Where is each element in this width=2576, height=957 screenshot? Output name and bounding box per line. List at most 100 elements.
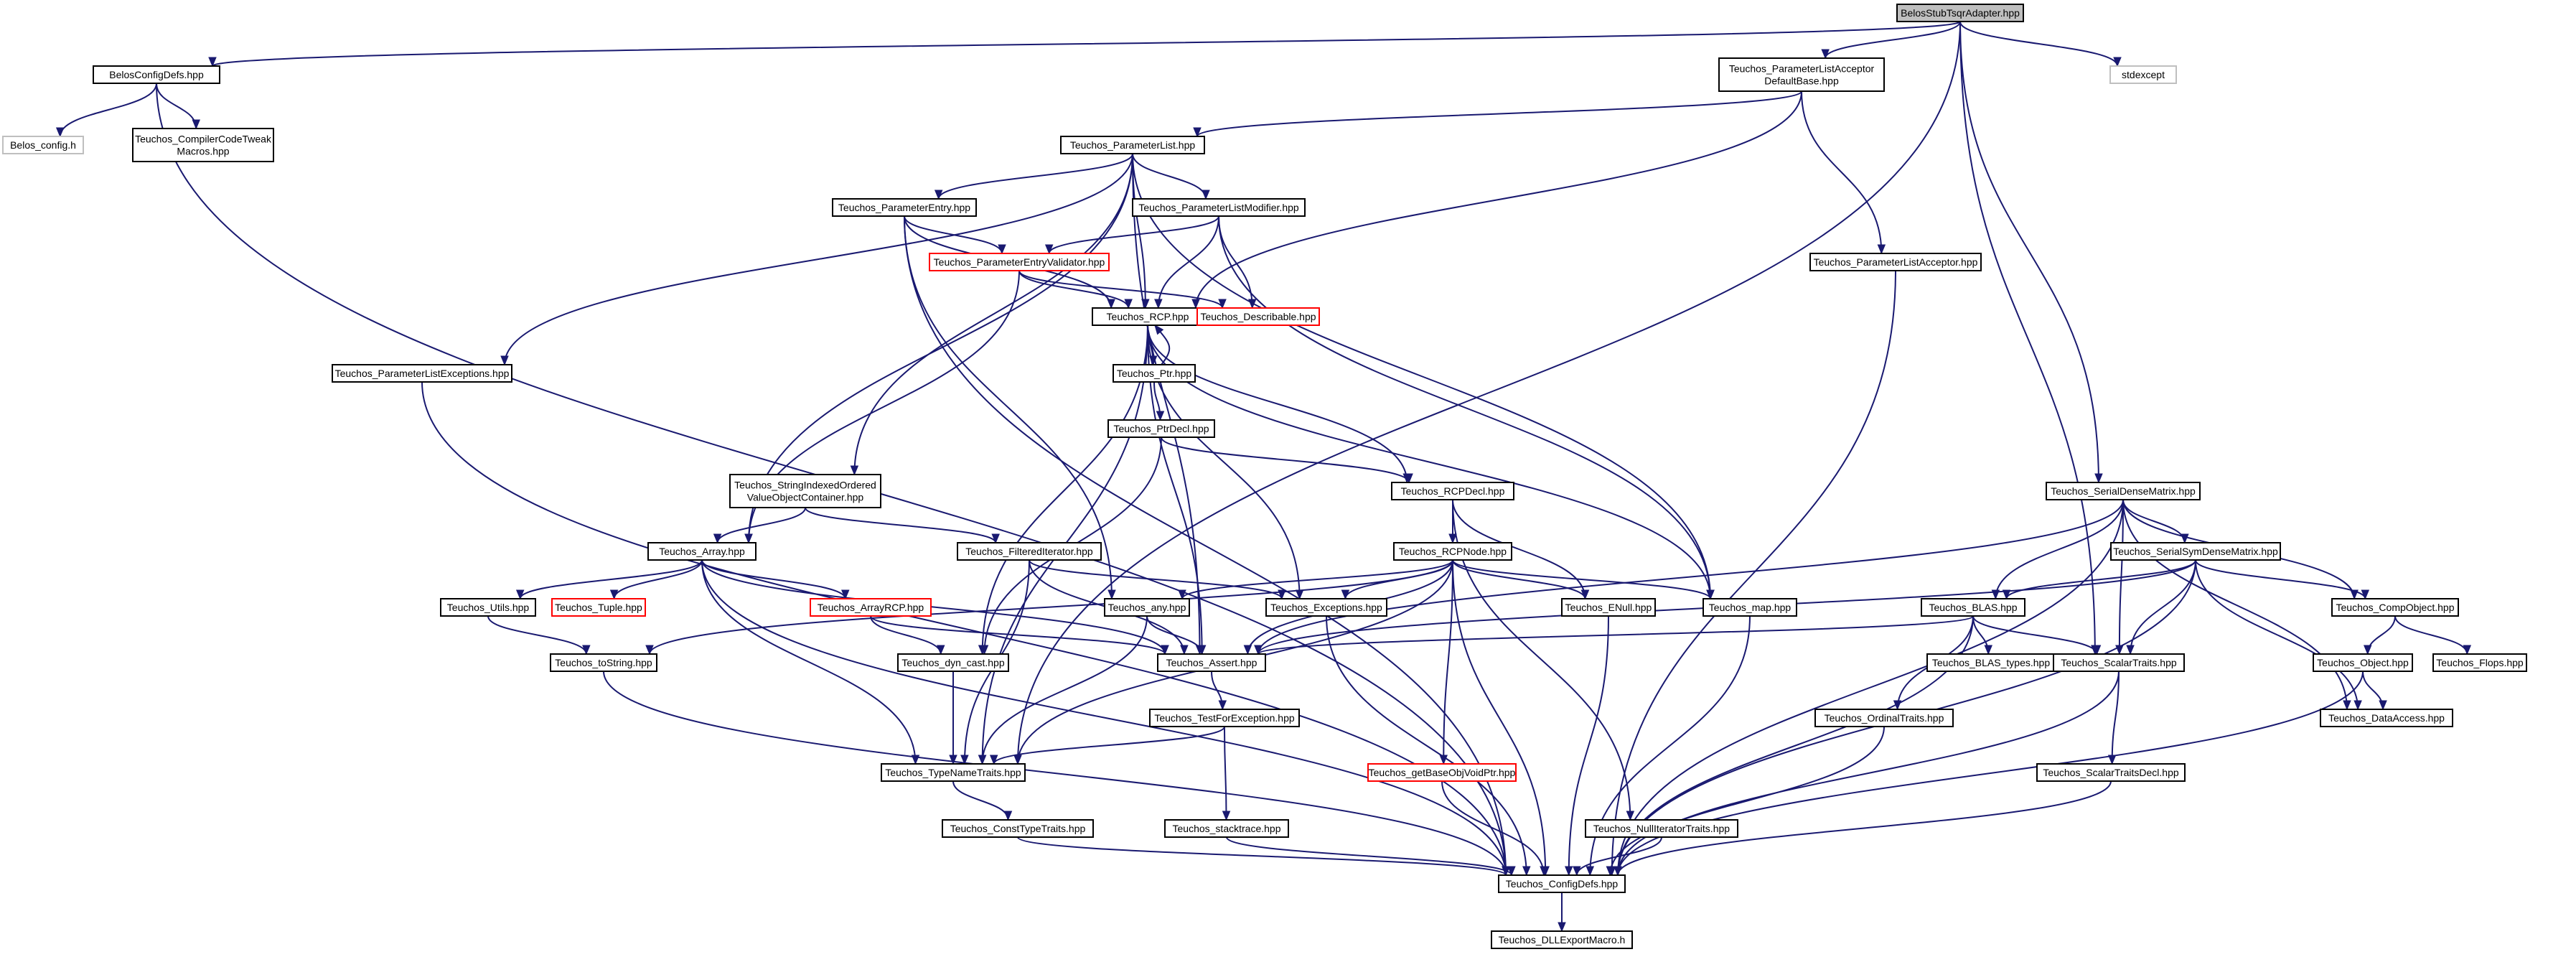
node-blasTypes[interactable]: Teuchos_BLAS_types.hpp bbox=[1926, 653, 2056, 672]
arrowhead bbox=[991, 533, 1000, 544]
node-root[interactable]: BelosStubTsqrAdapter.hpp bbox=[1896, 4, 2024, 22]
node-stringIndexed[interactable]: Teuchos_StringIndexedOrderedValueObjectC… bbox=[729, 474, 881, 508]
arrowhead bbox=[1507, 866, 1516, 877]
arrowhead bbox=[989, 755, 998, 765]
node-belosConfigDefs[interactable]: BelosConfigDefs.hpp bbox=[93, 65, 220, 84]
arrowhead bbox=[2379, 700, 2387, 711]
node-getBaseObjVoidPtr[interactable]: Teuchos_getBaseObjVoidPtr.hpp bbox=[1367, 763, 1517, 782]
node-compObject[interactable]: Teuchos_CompObject.hpp bbox=[2331, 598, 2459, 617]
node-ordinalTraits[interactable]: Teuchos_OrdinalTraits.hpp bbox=[1814, 709, 1954, 727]
node-plModifier[interactable]: Teuchos_ParameterListModifier.hpp bbox=[1132, 198, 1306, 217]
node-rcpNode[interactable]: Teuchos_RCPNode.hpp bbox=[1393, 542, 1512, 561]
edge-plModifier-to-peValidator bbox=[1044, 215, 1219, 255]
edge-dynCast-to-typeNameTraits bbox=[949, 671, 957, 765]
node-label: Teuchos_Flops.hpp bbox=[2436, 657, 2524, 668]
node-box bbox=[2110, 542, 2281, 561]
node-box bbox=[2036, 763, 2186, 782]
node-flops[interactable]: Teuchos_Flops.hpp bbox=[2432, 653, 2527, 672]
arrowhead bbox=[609, 589, 619, 600]
edge-serialDenseMatrix-to-configDefs bbox=[1613, 499, 2124, 877]
node-scalarTraits[interactable]: Teuchos_ScalarTraits.hpp bbox=[2053, 653, 2185, 672]
node-plAcceptorDefaultBase[interactable]: Teuchos_ParameterListAcceptorDefaultBase… bbox=[1718, 57, 1885, 92]
node-tuple[interactable]: Teuchos_Tuple.hpp bbox=[551, 598, 646, 617]
node-scalarTraitsDecl[interactable]: Teuchos_ScalarTraitsDecl.hpp bbox=[2036, 763, 2186, 782]
arrowhead bbox=[2126, 645, 2135, 655]
edge-peValidator-to-rcp bbox=[1018, 270, 1133, 309]
node-dllExport[interactable]: Teuchos_DLLExportMacro.h bbox=[1491, 930, 1633, 949]
arrowhead bbox=[1197, 645, 1207, 655]
node-configDefs[interactable]: Teuchos_ConfigDefs.hpp bbox=[1498, 874, 1626, 893]
node-testForException[interactable]: Teuchos_TestForException.hpp bbox=[1149, 709, 1300, 727]
node-box bbox=[1809, 253, 1982, 271]
arrowhead bbox=[2107, 755, 2117, 765]
node-serialDenseMatrix[interactable]: Teuchos_SerialDenseMatrix.hpp bbox=[2046, 482, 2201, 500]
node-box bbox=[1164, 819, 1289, 838]
node-dynCast[interactable]: Teuchos_dyn_cast.hpp bbox=[897, 653, 1009, 672]
node-typeNameTraits[interactable]: Teuchos_TypeNameTraits.hpp bbox=[881, 763, 1026, 782]
node-label: Teuchos_PtrDecl.hpp bbox=[1113, 423, 1209, 434]
node-map[interactable]: Teuchos_map.hpp bbox=[1702, 598, 1797, 617]
node-label: Teuchos_RCPDecl.hpp bbox=[1401, 485, 1505, 497]
node-arrayRCP[interactable]: Teuchos_ArrayRCP.hpp bbox=[810, 598, 932, 617]
node-stdexcept[interactable]: stdexcept bbox=[2109, 65, 2177, 84]
node-label: Teuchos_ParameterListExceptions.hpp bbox=[335, 368, 510, 379]
edge-any-to-assert bbox=[1146, 615, 1207, 655]
node-constTypeTraits[interactable]: Teuchos_ConstTypeTraits.hpp bbox=[942, 819, 1094, 838]
arrowhead bbox=[1154, 324, 1164, 335]
node-blas[interactable]: Teuchos_BLAS.hpp bbox=[1921, 598, 2025, 617]
node-rcp[interactable]: Teuchos_RCP.hpp bbox=[1092, 307, 1204, 326]
node-enull[interactable]: Teuchos_ENull.hpp bbox=[1561, 598, 1656, 617]
edge-compObject-to-flops bbox=[2394, 615, 2472, 655]
node-describable[interactable]: Teuchos_Describable.hpp bbox=[1196, 307, 1320, 326]
node-label: Teuchos_ParameterListAcceptor.hpp bbox=[1814, 256, 1978, 268]
node-label: Teuchos_ConstTypeTraits.hpp bbox=[950, 823, 1086, 834]
node-label: BelosStubTsqrAdapter.hpp bbox=[1901, 7, 2020, 19]
edge-belosConfigDefs-to-compilerCodeTweak bbox=[156, 83, 200, 130]
node-label: Belos_config.h bbox=[10, 139, 76, 151]
node-assert[interactable]: Teuchos_Assert.hpp bbox=[1157, 653, 1266, 672]
arrowhead bbox=[1178, 589, 1186, 600]
node-label: Teuchos_ArrayRCP.hpp bbox=[818, 602, 924, 613]
arrowhead bbox=[2364, 645, 2372, 655]
arrowhead bbox=[2002, 589, 2011, 600]
node-box bbox=[440, 598, 536, 617]
node-utils[interactable]: Teuchos_Utils.hpp bbox=[440, 598, 536, 617]
node-ptrDecl[interactable]: Teuchos_PtrDecl.hpp bbox=[1107, 419, 1215, 438]
arrowhead bbox=[1558, 922, 1566, 933]
edge-configDefs-to-dllExport bbox=[1558, 892, 1566, 933]
node-rcpDecl[interactable]: Teuchos_RCPDecl.hpp bbox=[1391, 482, 1514, 500]
node-serialSymDenseMatrix[interactable]: Teuchos_SerialSymDenseMatrix.hpp bbox=[2110, 542, 2281, 561]
edge-object-to-dataAccess bbox=[2362, 671, 2387, 711]
node-array[interactable]: Teuchos_Array.hpp bbox=[647, 542, 757, 561]
node-box bbox=[1265, 598, 1387, 617]
arrowhead bbox=[744, 533, 753, 544]
node-belosConfig[interactable]: Belos_config.h bbox=[2, 136, 84, 154]
node-any[interactable]: Teuchos_any.hpp bbox=[1104, 598, 1190, 617]
node-ptr[interactable]: Teuchos_Ptr.hpp bbox=[1113, 364, 1196, 383]
node-filteredIterator[interactable]: Teuchos_FilteredIterator.hpp bbox=[957, 542, 1102, 561]
arrowhead bbox=[1341, 589, 1350, 600]
node-box bbox=[1814, 709, 1954, 727]
node-plAcceptor[interactable]: Teuchos_ParameterListAcceptor.hpp bbox=[1809, 253, 1982, 271]
arrowhead bbox=[1626, 811, 1635, 821]
node-stacktrace[interactable]: Teuchos_stacktrace.hpp bbox=[1164, 819, 1289, 838]
node-box bbox=[1926, 653, 2056, 672]
arrowhead bbox=[934, 190, 943, 200]
edge-parameterList-to-map bbox=[1132, 153, 1715, 600]
node-object[interactable]: Teuchos_Object.hpp bbox=[2313, 653, 2413, 672]
node-parameterList[interactable]: Teuchos_ParameterList.hpp bbox=[1060, 136, 1205, 154]
node-nullIteratorTraits[interactable]: Teuchos_NullIteratorTraits.hpp bbox=[1585, 819, 1738, 838]
node-exceptions[interactable]: Teuchos_Exceptions.hpp bbox=[1265, 598, 1387, 617]
node-label: Teuchos_OrdinalTraits.hpp bbox=[1825, 712, 1944, 724]
node-toString[interactable]: Teuchos_toString.hpp bbox=[550, 653, 657, 672]
node-label: Teuchos_TestForException.hpp bbox=[1154, 712, 1295, 724]
node-box bbox=[1921, 598, 2025, 617]
node-peValidator[interactable]: Teuchos_ParameterEntryValidator.hpp bbox=[929, 253, 1110, 271]
node-plExceptions[interactable]: Teuchos_ParameterListExceptions.hpp bbox=[332, 364, 512, 383]
arrowhead bbox=[841, 589, 850, 600]
edge-constTypeTraits-to-configDefs bbox=[1017, 836, 1510, 877]
node-parameterEntry[interactable]: Teuchos_ParameterEntry.hpp bbox=[832, 198, 977, 217]
node-dataAccess[interactable]: Teuchos_DataAccess.hpp bbox=[2320, 709, 2453, 727]
edge-scalarTraitsDecl-to-configDefs bbox=[1613, 780, 2112, 877]
